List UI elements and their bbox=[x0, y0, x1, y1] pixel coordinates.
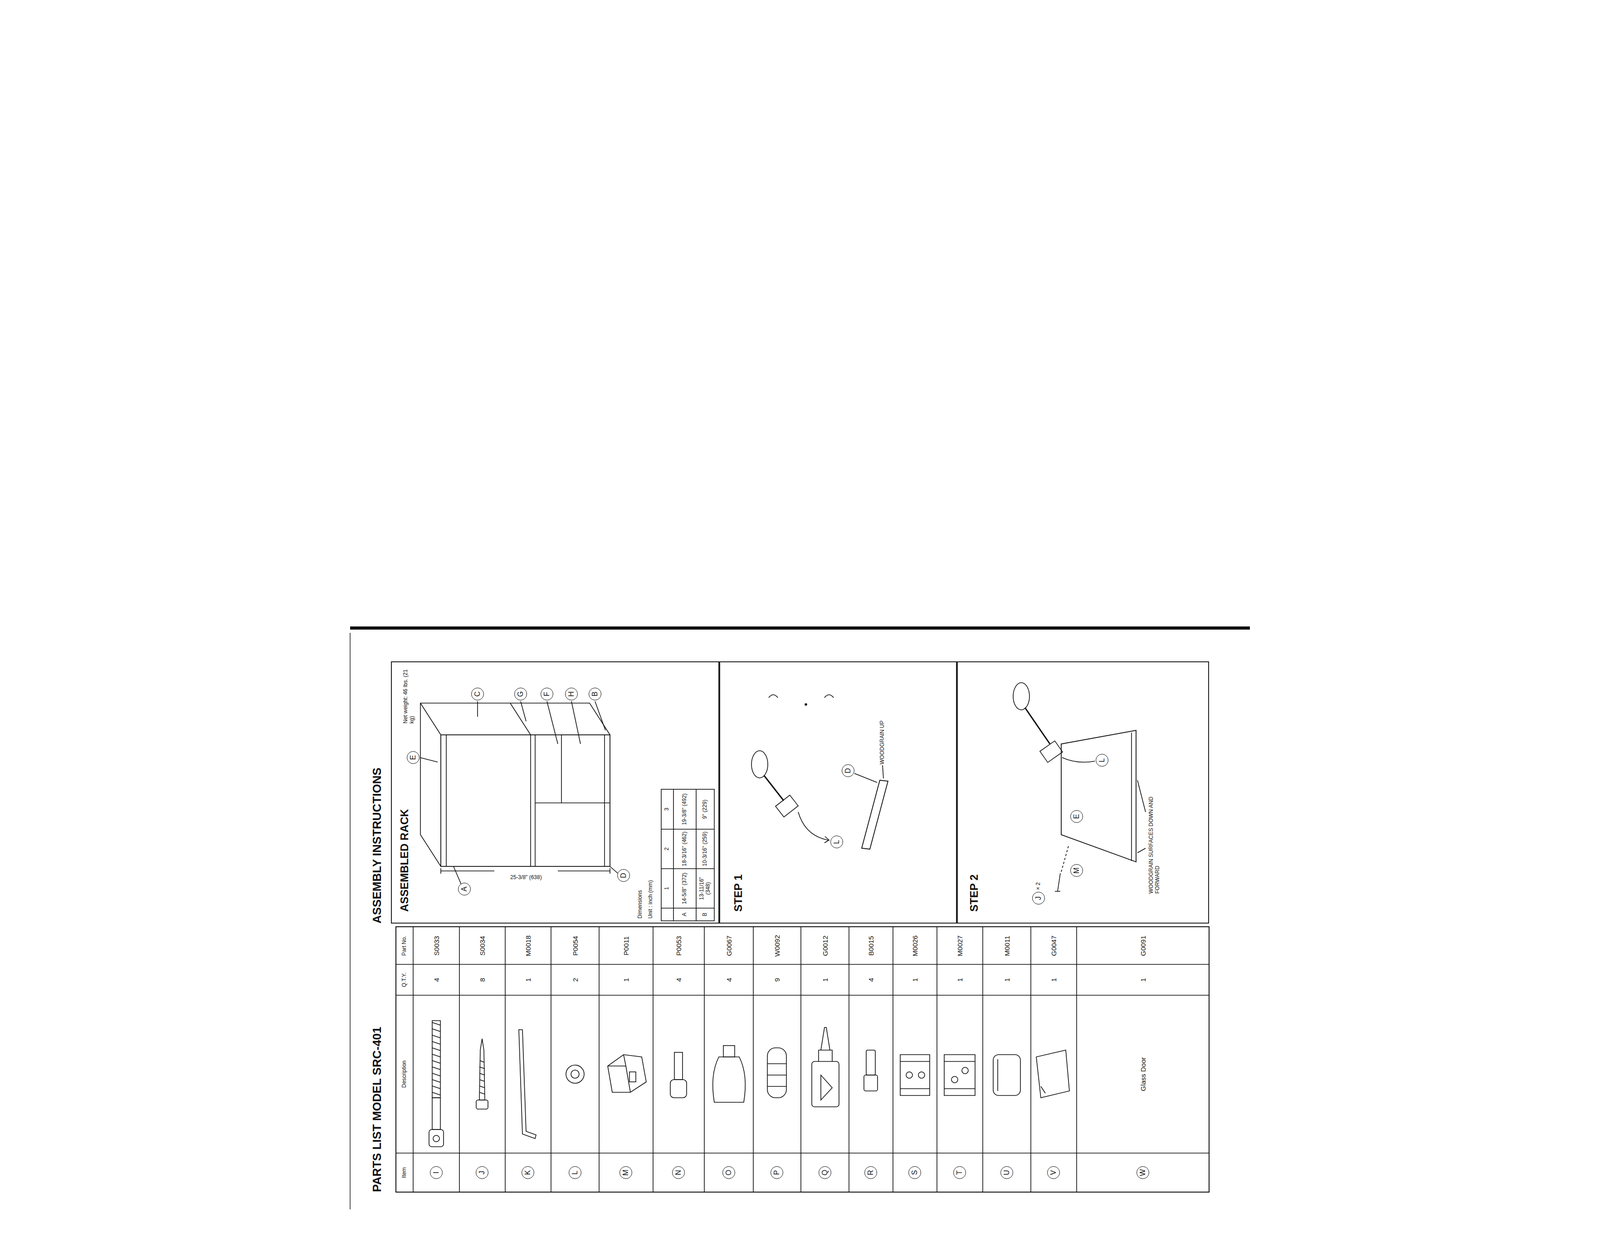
callout-letter: U bbox=[1000, 1165, 1014, 1179]
callout-letter: P bbox=[770, 1165, 784, 1179]
table-cell: 4 bbox=[867, 965, 875, 994]
table-cell: 2 bbox=[571, 965, 580, 994]
document-page: ASSEMBLED RACKSTEP 1STEP 2PARTS LIST MOD… bbox=[344, 625, 1252, 1211]
callout-letter: M bbox=[1070, 863, 1083, 877]
note-text: Unit : inch (mm) bbox=[647, 818, 654, 919]
table-cell: 1 bbox=[956, 965, 964, 994]
page-rules bbox=[350, 626, 1250, 1210]
callout-letter: R bbox=[864, 1165, 878, 1179]
callout-letter: V bbox=[1047, 1165, 1060, 1179]
callout-letter: A bbox=[458, 882, 471, 896]
callout-letter: D bbox=[841, 764, 855, 777]
table-cell: 4 bbox=[432, 965, 441, 994]
panel-heading: STEP 1 bbox=[731, 874, 745, 912]
callout-letter: F bbox=[540, 687, 554, 701]
table-header: Item bbox=[401, 1154, 408, 1191]
table-cell: P0011 bbox=[622, 927, 630, 964]
instruction-panel: STEP 1 bbox=[719, 661, 957, 924]
note-text: 18-3/16" (462) bbox=[681, 830, 688, 868]
part-icons bbox=[429, 1020, 1070, 1147]
panel-heading: STEP 2 bbox=[967, 874, 981, 912]
table-cell: 1 bbox=[821, 965, 830, 994]
callout-letter: W bbox=[1136, 1165, 1150, 1179]
table-cell: 8 bbox=[478, 965, 487, 994]
note-text: 14-5/8" (372) bbox=[681, 870, 688, 907]
note-text: 3 bbox=[663, 795, 671, 823]
dimension-table-grid bbox=[661, 789, 715, 921]
section-title: PARTS LIST MODEL SRC-401 bbox=[370, 974, 385, 1192]
table-header: Q.T.Y. bbox=[401, 965, 408, 995]
table-cell: S0034 bbox=[478, 927, 487, 964]
table-cell: 1 bbox=[1003, 965, 1011, 994]
note-text: WOODGRAIN SURFACES DOWN AND FORWARD bbox=[1148, 789, 1161, 894]
table-cell: 1 bbox=[911, 965, 919, 994]
note-text: 13-11/16" (348) bbox=[698, 870, 712, 907]
table-cell: M0027 bbox=[956, 927, 964, 964]
table-cell: G0091 bbox=[1139, 927, 1147, 964]
table-cell: M0011 bbox=[1003, 927, 1011, 964]
note-text: 25-3/8" (638) bbox=[496, 874, 556, 881]
table-cell: 1 bbox=[1049, 965, 1058, 994]
table-cell: G0012 bbox=[821, 927, 830, 964]
note-text: Net weight: 46 lbs. (21 kg) bbox=[402, 664, 416, 724]
callout-letter: G bbox=[514, 687, 527, 701]
callout-letter: N bbox=[672, 1165, 685, 1179]
callout-letter: L bbox=[568, 1165, 582, 1179]
step1-drawing bbox=[751, 694, 888, 850]
table-cell: 1 bbox=[622, 965, 630, 994]
table-cell: M0018 bbox=[524, 927, 532, 964]
note-text: 19-3/8" (492) bbox=[681, 790, 688, 828]
callout-letter: T bbox=[953, 1165, 966, 1179]
table-cell: W0092 bbox=[773, 927, 781, 964]
callout-letter: D bbox=[617, 868, 630, 882]
table-cell: B0015 bbox=[867, 927, 875, 964]
instruction-panel: STEP 2 bbox=[956, 661, 1210, 924]
callout-letter: S bbox=[908, 1165, 922, 1179]
callout-letter: B bbox=[588, 687, 602, 701]
callout-letter: L bbox=[830, 835, 844, 849]
table-cell: Glass Door bbox=[1139, 1005, 1147, 1142]
table-cell: 9 bbox=[773, 965, 781, 994]
table-cell: P0053 bbox=[674, 927, 683, 964]
callout-letter: K bbox=[521, 1165, 535, 1179]
table-cell: S0033 bbox=[432, 927, 441, 964]
parts-table-grid bbox=[395, 926, 1210, 1192]
note-text: × 2 bbox=[1035, 869, 1042, 890]
callout-letter: Q bbox=[818, 1165, 832, 1179]
note-text: 9" (229) bbox=[702, 790, 709, 828]
section-title: ASSEMBLY INSTRUCTIONS bbox=[370, 723, 385, 924]
table-cell: 4 bbox=[725, 965, 733, 994]
instruction-panel: ASSEMBLED RACK bbox=[390, 661, 720, 924]
callout-letter: E bbox=[1070, 809, 1083, 823]
table-cell: P0054 bbox=[571, 927, 580, 964]
table-cell: G0067 bbox=[725, 927, 733, 964]
table-cell: 1 bbox=[524, 965, 532, 994]
callout-letter: O bbox=[722, 1165, 736, 1179]
callout-letter: H bbox=[565, 687, 578, 701]
table-header: Part No. bbox=[401, 927, 408, 964]
line-art bbox=[344, 625, 1252, 1211]
rack-drawing bbox=[419, 701, 618, 886]
callout-letter: C bbox=[471, 687, 484, 701]
callout-letter: J bbox=[475, 1165, 489, 1179]
table-cell: 4 bbox=[674, 965, 683, 994]
step2-drawing bbox=[1013, 682, 1146, 892]
note-text: Dimensions bbox=[637, 818, 644, 919]
callout-letter: M bbox=[619, 1165, 633, 1179]
note-text: 2 bbox=[663, 835, 671, 863]
note-text: B bbox=[702, 908, 709, 921]
callout-letter: E bbox=[406, 751, 420, 764]
callout-letter: J bbox=[1032, 891, 1045, 905]
table-cell: 1 bbox=[1139, 965, 1147, 994]
table-cell: M0026 bbox=[911, 927, 919, 964]
note-text: WOODGRAIN UP bbox=[879, 691, 886, 765]
table-header: Description bbox=[401, 1028, 408, 1120]
note-text: 1 bbox=[663, 874, 671, 903]
note-text: A bbox=[681, 908, 688, 921]
callout-letter: L bbox=[1095, 753, 1109, 767]
table-cell: G0047 bbox=[1049, 927, 1058, 964]
note-text: 10-3/16" (259) bbox=[702, 830, 709, 868]
panel-heading: ASSEMBLED RACK bbox=[398, 808, 411, 912]
callout-letter: I bbox=[429, 1165, 443, 1179]
